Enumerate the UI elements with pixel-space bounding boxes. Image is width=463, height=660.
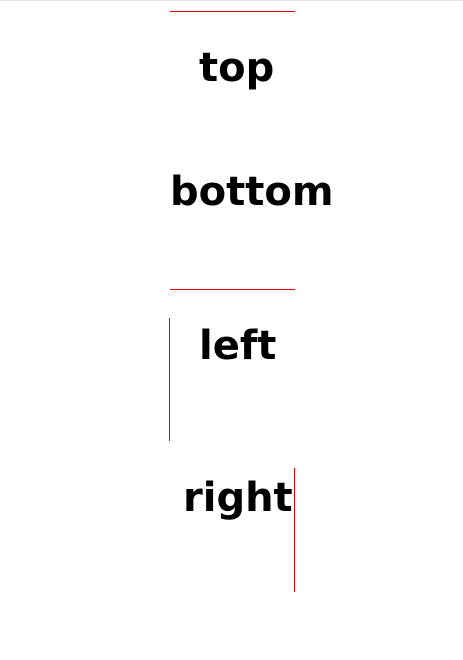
top-red-line [170,11,295,12]
label-top: top [199,45,275,91]
label-left: left [199,323,277,369]
right-red-line [294,468,295,592]
label-bottom: bottom [170,169,334,215]
label-right: right [183,475,293,521]
left-red-line [169,318,170,441]
window-top-edge [0,0,463,1]
bottom-red-line [170,289,295,290]
